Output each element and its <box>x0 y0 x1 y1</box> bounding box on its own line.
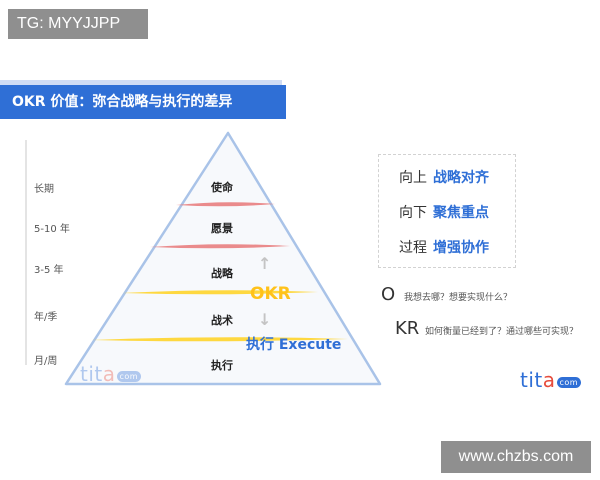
value-row-align: 向上战略对齐 <box>399 170 489 186</box>
okr-label: OKR <box>250 284 291 304</box>
objective-letter: O <box>381 284 396 305</box>
level-strategy: 战略 <box>211 267 233 280</box>
arrow-down-icon: ↓ <box>258 310 272 329</box>
yellow-band-lower <box>92 337 348 342</box>
level-vision: 愿景 <box>211 222 233 235</box>
yellow-band-upper <box>123 290 318 295</box>
level-execution: 执行 <box>211 359 233 372</box>
value-box: 向上战略对齐 向下聚焦重点 过程增强协作 <box>378 154 516 268</box>
key-result-letter: KR <box>395 318 420 339</box>
key-result-question: 如何衡量已经到了？通过哪些可实现？ <box>425 327 579 337</box>
pink-band-top <box>176 202 275 207</box>
level-mission: 使命 <box>211 181 233 194</box>
tg-badge: TG: MYYJJPP <box>8 9 148 39</box>
arrow-up-icon: ↑ <box>258 254 272 273</box>
value-row-collaborate: 过程增强协作 <box>399 240 489 256</box>
axis-label-long-term: 长期 <box>34 184 54 195</box>
axis-label-5-10-years: 5-10 年 <box>34 224 70 235</box>
objective-question: 我想去哪？想要实现什么？ <box>404 293 513 303</box>
pyramid-outline <box>64 131 382 386</box>
axis-label-3-5-years: 3-5 年 <box>34 265 64 276</box>
value-row-focus: 向下聚焦重点 <box>399 205 489 221</box>
axis-label-month-week: 月/周 <box>34 356 58 367</box>
pink-band-middle <box>150 244 290 249</box>
level-tactics: 战术 <box>211 314 233 327</box>
execute-label: 执行 Execute <box>246 337 342 353</box>
site-watermark: www.chzbs.com <box>441 441 591 473</box>
diagram-title: OKR 价值：弥合战略与执行的差异 <box>0 85 286 119</box>
time-axis <box>25 140 27 365</box>
axis-label-year-quarter: 年/季 <box>34 312 58 323</box>
